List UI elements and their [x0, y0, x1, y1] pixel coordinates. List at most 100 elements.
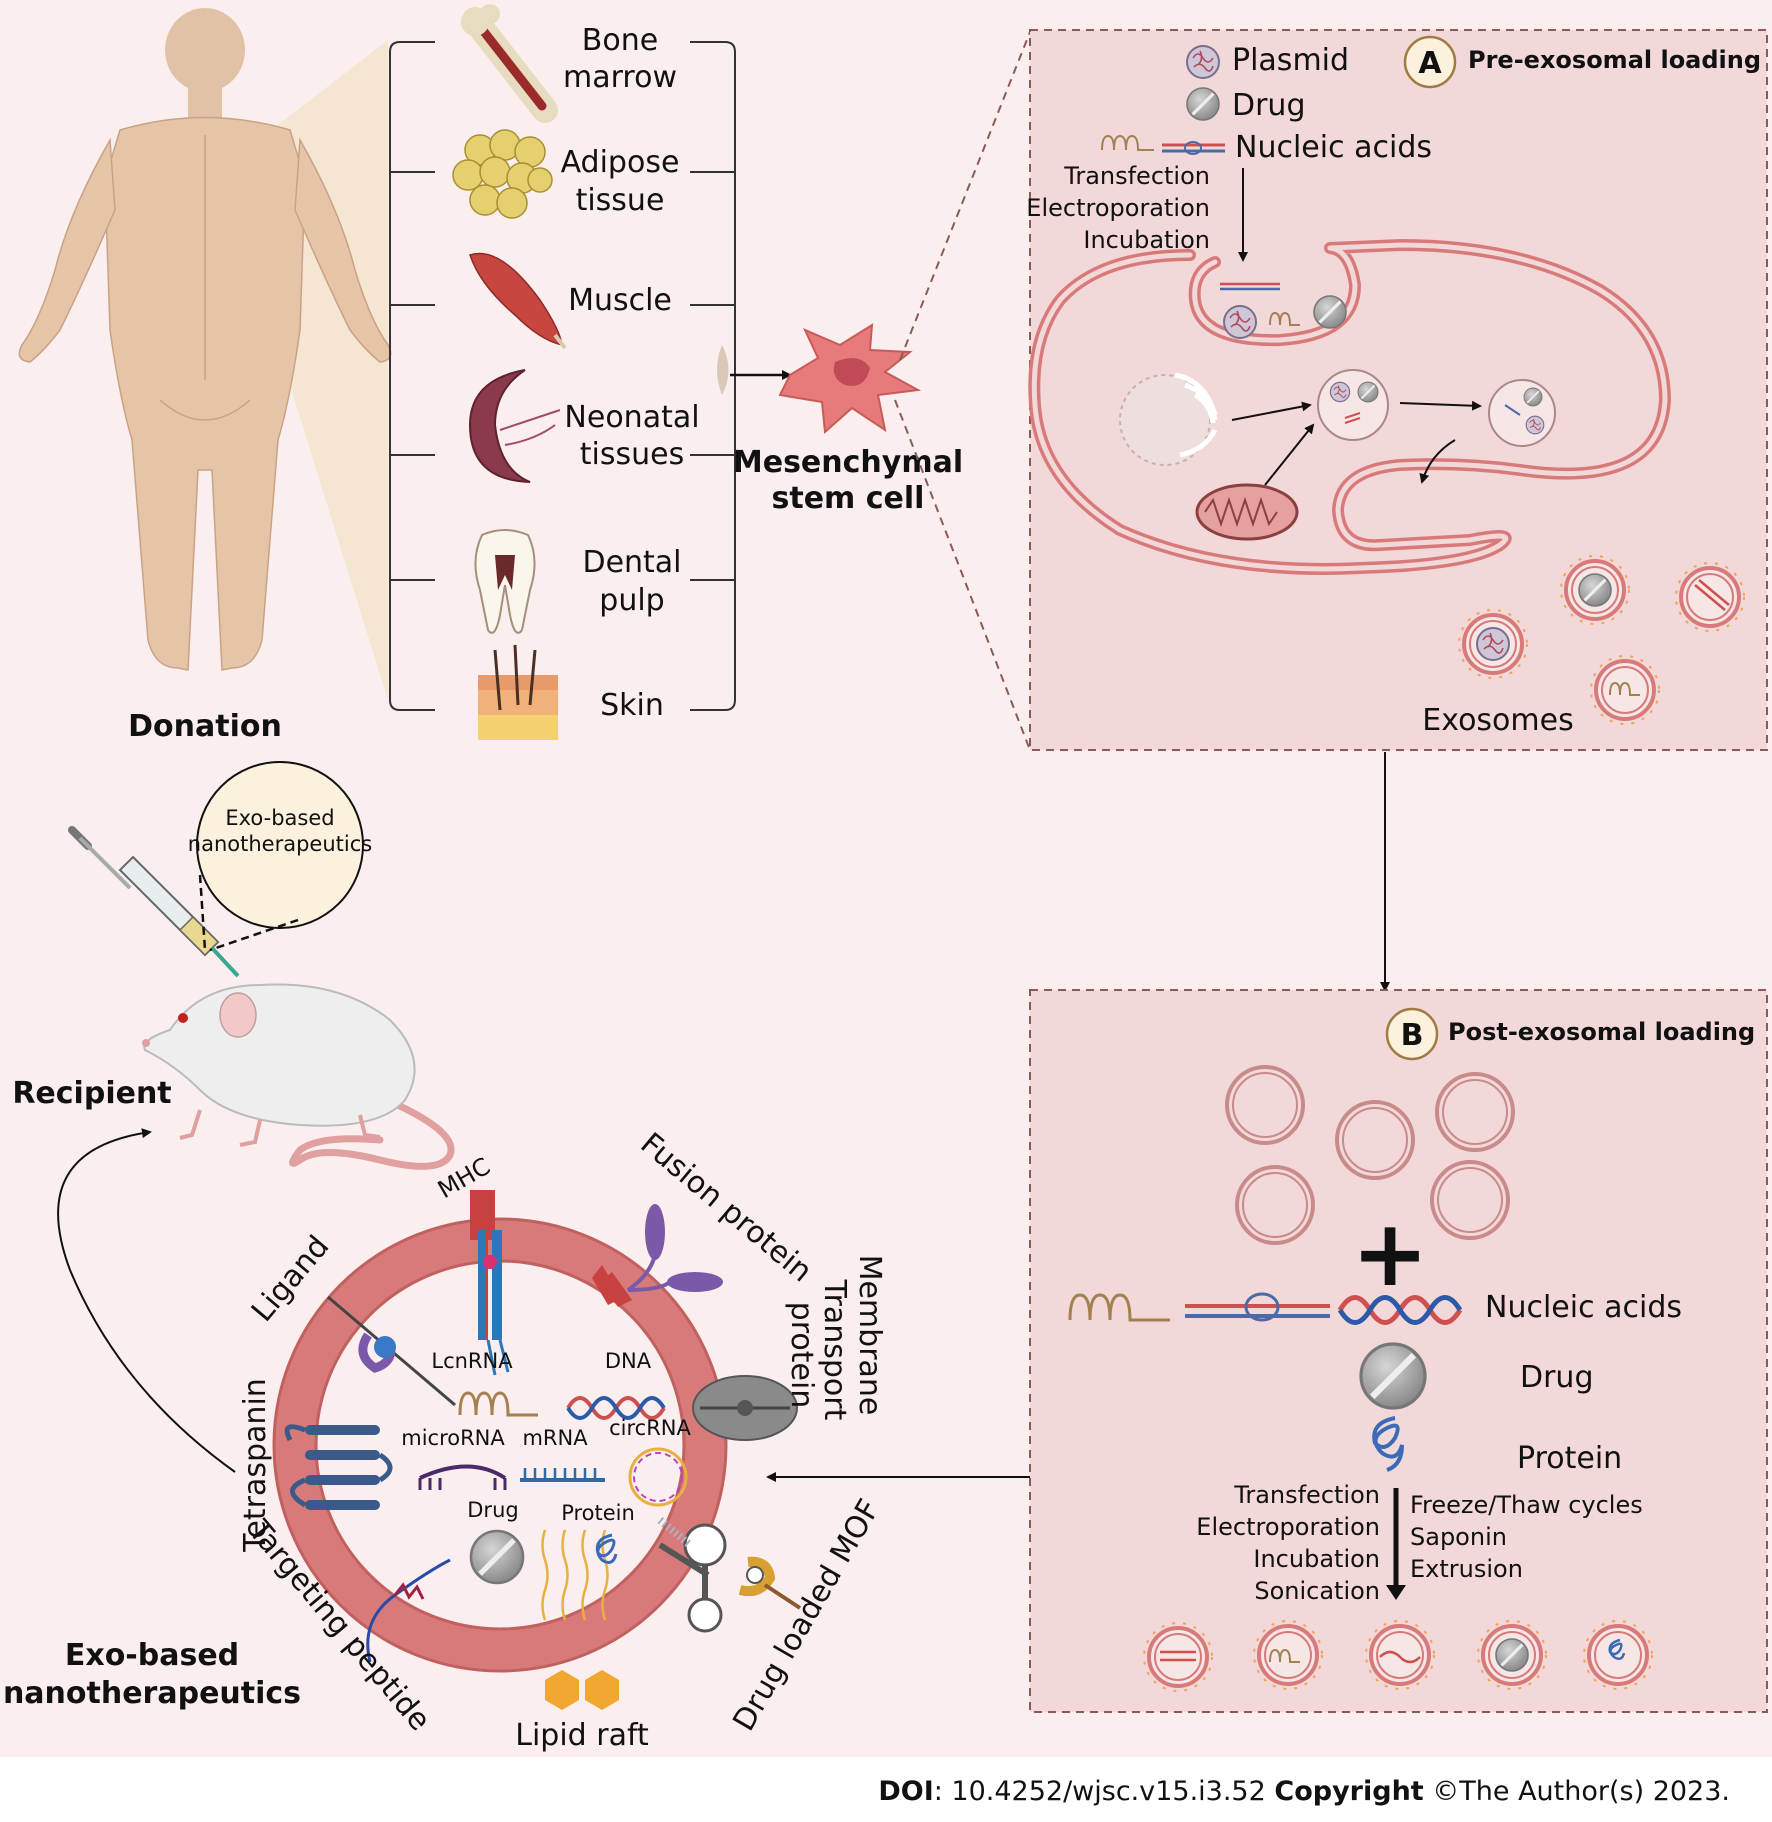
muscle-icon [469, 252, 567, 350]
msc-section: Mesenchymal stem cell [717, 31, 1031, 751]
arrow-to-membrane [1419, 439, 1456, 484]
syringe-icon [68, 826, 240, 978]
method-a-2: Electroporation [1026, 194, 1210, 222]
tetraspanin-icon [284, 1424, 393, 1510]
bubble-label: Exo-based [225, 806, 334, 830]
mrna-icon [418, 1464, 605, 1490]
bubble-label-2: nanotherapeutics [188, 832, 372, 856]
drug-icon [1185, 86, 1221, 122]
mitochondrion-icon [1195, 483, 1299, 541]
recipient-section: Exo-based nanotherapeutics Recipient [12, 761, 455, 1473]
drug-inner-icon [471, 1531, 523, 1583]
exosomes-label: Exosomes [1422, 703, 1573, 738]
circrna-icon [628, 1447, 688, 1507]
cargo-protein: Protein [1517, 1441, 1622, 1476]
ligand-icon [327, 1295, 456, 1407]
method-b-left-3: Incubation [1253, 1545, 1380, 1573]
label-lcnrna: LcnRNA [431, 1349, 513, 1373]
method-b-right-2: Saponin [1410, 1523, 1507, 1551]
zoom-line-bottom [894, 399, 1031, 751]
label-membrane-3: protein [784, 1302, 819, 1409]
source-label-skin: Skin [600, 688, 664, 723]
arrow-golgi-mvb [1231, 401, 1312, 421]
method-b-right-3: Extrusion [1410, 1555, 1523, 1583]
source-label-dental: Dental [582, 545, 681, 580]
label-circrna: circRNA [609, 1416, 691, 1440]
source-label-bone-marrow-2: marrow [563, 60, 677, 95]
lipid-raft-icon [541, 1529, 619, 1710]
label-tetraspanin: Tetraspanin [238, 1378, 273, 1553]
panel-b-badge-letter: B [1401, 1018, 1424, 1053]
magnifier-line-2 [209, 918, 299, 952]
multivesicular-body-1 [1317, 369, 1389, 441]
label-microrna: microRNA [401, 1426, 505, 1450]
endocytosed-cargo [1220, 282, 1348, 339]
human-body-icon [18, 8, 392, 671]
arrow-mvb-mvb [1399, 400, 1482, 411]
mhc-icon [470, 1190, 510, 1376]
method-a-1: Transfection [1063, 162, 1210, 190]
legend-drug: Drug [1232, 88, 1306, 123]
arrow-to-recipient [57, 1128, 236, 1473]
source-label-adipose: Adipose [561, 145, 680, 180]
source-label-neonatal: Neonatal [564, 400, 699, 435]
protein-inner-icon [595, 1533, 618, 1564]
legend-plasmid: Plasmid [1232, 43, 1349, 78]
source-label-neonatal-2: tissues [580, 437, 684, 472]
label-membrane-2: Transport [817, 1279, 852, 1421]
dental-pulp-icon [474, 529, 536, 634]
neonatal-tissues-icon [468, 369, 561, 483]
multivesicular-body-2 [1488, 379, 1556, 447]
donation-section: Donation [18, 4, 736, 744]
empty-exosomes [1225, 1065, 1515, 1245]
label-mrna: mRNA [522, 1426, 588, 1450]
msc-label-2: stem cell [772, 481, 925, 516]
recipient-title: Recipient [12, 1076, 171, 1111]
panel-b-badge [1385, 1007, 1439, 1061]
loaded-exosomes [1142, 1619, 1654, 1693]
method-b-right-1: Freeze/Thaw cycles [1410, 1491, 1643, 1519]
drug-cargo-icon [1361, 1344, 1425, 1408]
label-membrane: Membrane [852, 1255, 887, 1416]
released-exosomes [1457, 554, 1746, 726]
golgi-nucleus-icon [1119, 372, 1218, 466]
source-label-dental-2: pulp [599, 583, 664, 618]
copyright-value: ©The Author(s) 2023. [1424, 1776, 1730, 1807]
cargo-nucleic-acids: Nucleic acids [1485, 1290, 1682, 1325]
microrna-icon [458, 1391, 538, 1417]
membrane-transport-protein-icon [692, 1375, 798, 1441]
cargo-drug: Drug [1520, 1360, 1594, 1395]
doi-label: DOI [878, 1776, 933, 1807]
plasmid-icon [1186, 45, 1220, 79]
arrow-mito-mvb [1264, 423, 1315, 486]
label-protein: Protein [561, 1501, 635, 1525]
plus-sign: + [1351, 1200, 1428, 1307]
nucleic-acids-icon [1101, 134, 1225, 155]
doi-value: : 10.4252/wjsc.v15.i3.52 [934, 1776, 1275, 1807]
source-label-muscle: Muscle [568, 283, 672, 318]
magnifier-bubble [196, 761, 364, 929]
exosome-title: Exo-based [65, 1638, 239, 1673]
label-drug: Drug [467, 1498, 518, 1522]
mouse-icon [142, 983, 455, 1170]
method-b-left-4: Sonication [1254, 1577, 1380, 1605]
source-label-adipose-2: tissue [576, 183, 665, 218]
panel-a-title: Pre-exosomal loading [1468, 46, 1761, 74]
copyright-label: Copyright [1274, 1776, 1423, 1807]
method-b-left-1: Transfection [1233, 1481, 1380, 1509]
label-dna: DNA [605, 1349, 652, 1373]
source-label-bone-marrow: Bone [582, 23, 658, 58]
panel-post-exosomal: B Post-exosomal loading + Nucleic acids … [1029, 989, 1768, 1713]
panel-pre-exosomal: A Pre-exosomal loading Plasmid Drug Nucl… [1026, 29, 1768, 751]
panel-b-title: Post-exosomal loading [1448, 1018, 1755, 1046]
targeting-peptide-icon [366, 1558, 451, 1663]
exosome-title-2: nanotherapeutics [3, 1676, 301, 1711]
bone-marrow-icon [461, 4, 558, 123]
zoom-line-top [899, 31, 1031, 361]
protein-cargo-icon [1372, 1416, 1404, 1472]
panel-a-badge-letter: A [1418, 46, 1442, 81]
skin-icon [478, 644, 558, 740]
msc-label: Mesenchymal [733, 445, 963, 480]
